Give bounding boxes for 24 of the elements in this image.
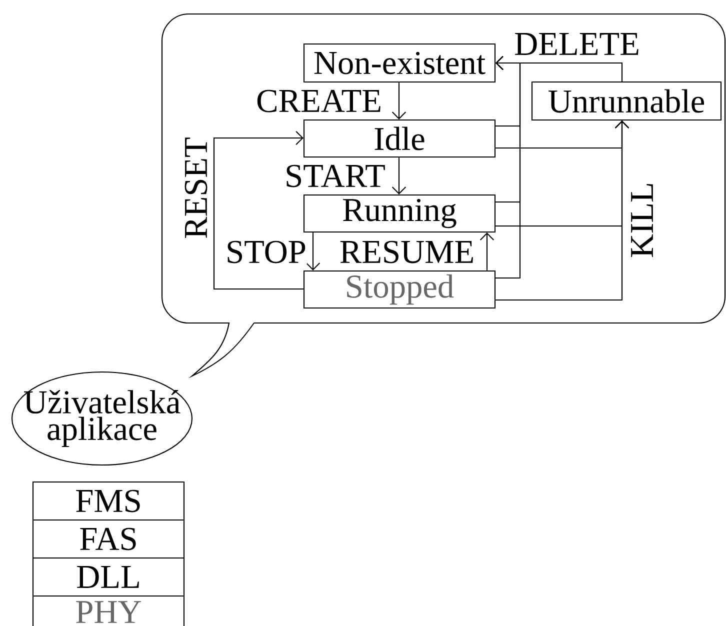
speech-bubble [161, 13, 726, 377]
state-box: Unrunnable [531, 81, 722, 121]
state-box: Running [303, 194, 496, 233]
layer-box: FAS [32, 519, 185, 559]
arrow [480, 232, 494, 270]
arrow [392, 82, 406, 120]
edge-label: START [284, 164, 386, 188]
layer-box: DLL [32, 557, 185, 597]
edge-label: STOP [224, 240, 308, 264]
arrow [496, 120, 630, 301]
layer-box: PHY [32, 595, 185, 626]
arrow [392, 158, 406, 194]
edge-label: KILL [630, 181, 654, 259]
arrow [213, 130, 304, 290]
state-box: Non-existent [303, 43, 496, 83]
arrow [306, 232, 320, 270]
edge-label: DELETE [513, 32, 641, 56]
edge-label: RESUME [338, 240, 476, 264]
state-box: Idle [303, 119, 496, 158]
layer-box: FMS [32, 481, 185, 521]
state-box: Stopped [303, 270, 496, 309]
edge-label: CREATE [255, 89, 383, 113]
edge-label: RESET [184, 136, 208, 240]
arrow [496, 56, 623, 82]
